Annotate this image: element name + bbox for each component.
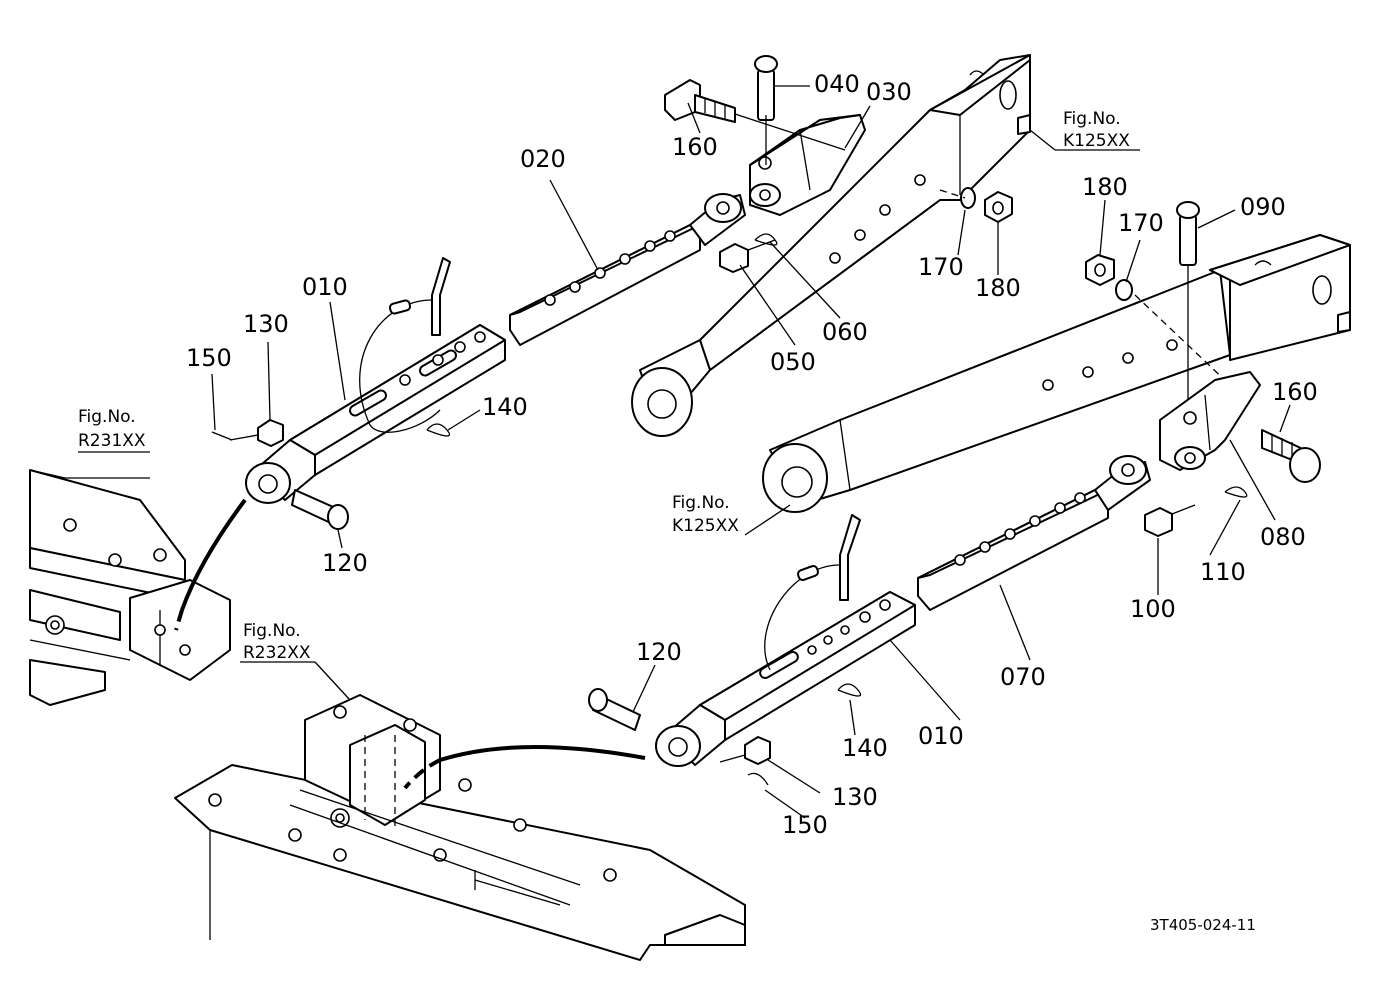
label-070: 070 — [1000, 663, 1046, 691]
fig-ref-k125-mid-title: Fig.No. — [672, 493, 730, 513]
label-080: 080 — [1260, 523, 1306, 551]
bracket-r232 — [174, 694, 746, 961]
label-140-bottom: 140 — [842, 734, 888, 762]
label-010-top: 010 — [302, 273, 348, 301]
label-020: 020 — [520, 145, 566, 173]
stabilizer-top — [245, 193, 746, 504]
fig-ref-k125-top-code: K125XX — [1063, 131, 1130, 151]
label-160-right: 160 — [1272, 378, 1318, 406]
part-labels: 040 030 160 020 170 180 060 050 180 170 … — [186, 70, 1318, 839]
label-180-top: 180 — [975, 274, 1021, 302]
figure-references: Fig.No. K125XX Fig.No. K125XX Fig.No. R2… — [78, 109, 1130, 663]
label-040: 040 — [814, 70, 860, 98]
fig-ref-r231-code: R231XX — [78, 431, 146, 451]
drawing-code: 3T405-024-11 — [1150, 916, 1256, 934]
label-060: 060 — [822, 318, 868, 346]
label-150-top: 150 — [186, 344, 232, 372]
label-120-top: 120 — [322, 549, 368, 577]
label-110: 110 — [1200, 558, 1246, 586]
fig-ref-k125-mid-code: K125XX — [672, 516, 739, 536]
small-parts — [211, 55, 1321, 786]
stabilizer-bottom — [655, 455, 1151, 767]
label-130-top: 130 — [243, 310, 289, 338]
leader-lines — [29, 85, 1291, 819]
label-170-right: 170 — [1118, 209, 1164, 237]
label-180-right: 180 — [1082, 173, 1128, 201]
label-090: 090 — [1240, 193, 1286, 221]
label-170-top: 170 — [918, 253, 964, 281]
label-140-top: 140 — [482, 393, 528, 421]
label-100: 100 — [1130, 595, 1176, 623]
fig-ref-k125-top-title: Fig.No. — [1063, 109, 1121, 129]
fig-ref-r232-title: Fig.No. — [243, 621, 301, 641]
fig-ref-r231-title: Fig.No. — [78, 407, 136, 427]
label-050: 050 — [770, 348, 816, 376]
label-120-bottom: 120 — [636, 638, 682, 666]
label-130-bottom: 130 — [832, 783, 878, 811]
bracket-r231 — [29, 469, 231, 706]
fig-ref-r232-code: R232XX — [243, 643, 311, 663]
label-010-bottom: 010 — [918, 722, 964, 750]
label-150-bottom: 150 — [782, 811, 828, 839]
lower-link-top — [631, 54, 1031, 437]
label-160-top: 160 — [672, 133, 718, 161]
lower-link-right — [762, 70, 1351, 513]
label-030-top: 030 — [866, 78, 912, 106]
